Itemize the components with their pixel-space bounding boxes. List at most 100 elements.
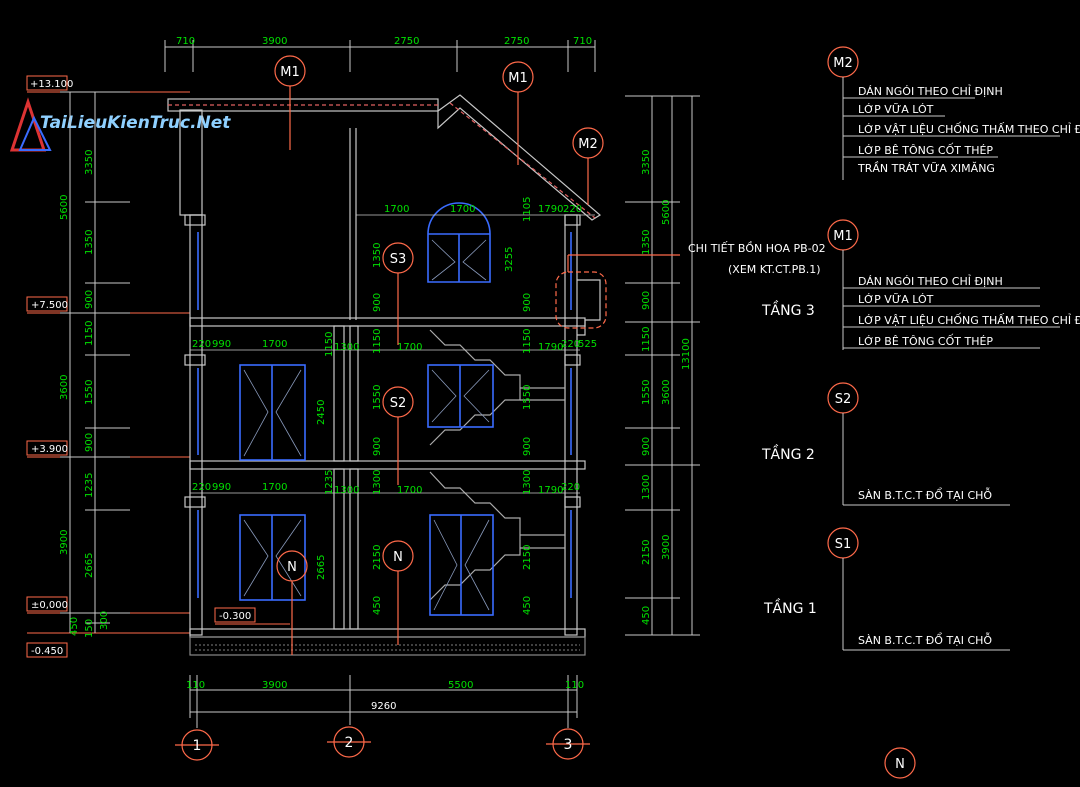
stair-floor1	[429, 471, 521, 601]
tag-m2: M2	[578, 137, 598, 152]
right-dim-3350: 3350	[641, 150, 652, 175]
top-dim-4: 2750	[504, 36, 529, 47]
watermark-text: TaiLieuKienTruc.Net	[40, 113, 231, 133]
floor-label-2: TẦNG 2	[761, 444, 815, 463]
right-dim-1550: 1550	[641, 380, 652, 405]
level-marker-labels: +13.100 +7.500 +3.900 ±0,000 -0.450 -0.3…	[30, 79, 251, 657]
f2-dim-900a: 900	[372, 437, 383, 456]
f1-dim-2150a: 2150	[372, 545, 383, 570]
legend-slab-leaders	[842, 413, 1010, 651]
legend-m2-leader	[842, 77, 1060, 180]
f2-dim-1150c: 1150	[522, 329, 533, 354]
m1-layer-1: DÁN NGÓI THEO CHỈ ĐỊNH	[858, 274, 1003, 288]
top-dim-1: 710	[176, 36, 195, 47]
level-minus-0300: -0.300	[219, 611, 251, 622]
window-floor2-left	[239, 364, 306, 461]
left-dim-1550: 1550	[84, 380, 95, 405]
m1-layer-4: LỚP BÊ TÔNG CỐT THÉP	[858, 334, 993, 348]
bottom-dim-5500: 5500	[448, 680, 473, 691]
grid-axis-3: 3	[564, 737, 573, 753]
f2-dim-1790: 1790	[538, 342, 563, 353]
left-dim-450: 450	[69, 617, 80, 636]
interior-dimension-labels: 1700 1700 1790 220 1105 3255 1350 900 90…	[192, 197, 597, 615]
m2-layer-2: LỚP VỮA LÓT	[858, 103, 934, 116]
callout-line-1: CHI TIẾT BỒN HOA PB-02	[688, 241, 826, 255]
f2-dim-2450: 2450	[316, 400, 327, 425]
left-dim-3350: 3350	[84, 150, 95, 175]
right-dim-900b: 900	[641, 437, 652, 456]
right-dim-1150: 1150	[641, 327, 652, 352]
section-tag-shapes	[175, 46, 916, 779]
f2-dim-1150a: 1150	[324, 332, 335, 357]
right-dim-900a: 900	[641, 291, 652, 310]
f1-dim-1700b: 1700	[397, 485, 422, 496]
left-total-5600: 5600	[59, 195, 70, 220]
bottom-dim-3900: 3900	[262, 680, 287, 691]
window-floor2-right	[427, 364, 494, 428]
right-dim-1350: 1350	[641, 230, 652, 255]
f3-dim-1700a: 1700	[384, 204, 409, 215]
left-dim-2665: 2665	[84, 553, 95, 578]
level-markers	[26, 75, 290, 658]
floor-labels: TẦNG 3 TẦNG 2 TẦNG 1	[761, 300, 817, 617]
f3-dim-1105: 1105	[522, 197, 533, 222]
f2-dim-990: 990	[212, 339, 231, 350]
m1-layer-2: LỚP VỮA LÓT	[858, 293, 934, 306]
s2-layer: SÀN B.T.C.T ĐỔ TẠI CHỖ	[858, 487, 992, 502]
bottom-dim-110-right: 110	[565, 680, 584, 691]
f3-dim-1790: 1790	[538, 204, 563, 215]
f1-dim-1700a: 1700	[262, 482, 287, 493]
f2-dim-1300: 1300	[334, 342, 359, 353]
column-grid2-floor1	[333, 468, 345, 630]
f3-dim-900b: 900	[522, 293, 533, 312]
right-dim-1300: 1300	[641, 475, 652, 500]
legend-m1-tag: M1	[833, 229, 853, 244]
section-tag-labels: M1 M1 M2 S3 S2 N N M2 M1 S2 S1 N 1 2 3	[193, 56, 905, 772]
top-dim-2: 3900	[262, 36, 287, 47]
s1-layer: SÀN B.T.C.T ĐỔ TẠI CHỖ	[858, 632, 992, 647]
window-floor1-left	[239, 514, 306, 601]
legend-m1-layers: DÁN NGÓI THEO CHỈ ĐỊNH LỚP VỮA LÓT LỚP V…	[858, 274, 1080, 348]
level-3900: +3.900	[31, 444, 68, 455]
foundation	[189, 636, 586, 656]
m2-layer-5: TRẦN TRÁT VỮA XIMĂNG	[857, 161, 995, 175]
left-dim-1150: 1150	[84, 321, 95, 346]
top-dim-3: 2750	[394, 36, 419, 47]
f2-dim-1550b: 1550	[522, 385, 533, 410]
left-dim-1350: 1350	[84, 230, 95, 255]
f1-dim-1235: 1235	[324, 470, 335, 495]
f2-dim-1550a: 1550	[372, 385, 383, 410]
f1-dim-990: 990	[212, 482, 231, 493]
left-dim-300: 300	[99, 611, 110, 630]
tag-s2: S2	[390, 396, 407, 411]
bottom-dimension-lines	[189, 675, 578, 728]
left-total-3600: 3600	[59, 375, 70, 400]
level-7500: +7.500	[31, 300, 68, 311]
left-dim-900b: 900	[84, 433, 95, 452]
right-dimension-lines	[625, 95, 700, 636]
planter-detail-callout: CHI TIẾT BỒN HOA PB-02 (XEM KT.CT.PB.1)	[688, 241, 826, 276]
m2-layer-3: LỚP VẬT LIỆU CHỐNG THẤM THEO CHỈ ĐỊNH	[858, 122, 1080, 136]
top-dimension-lines	[164, 40, 596, 72]
legend-slab-texts: SÀN B.T.C.T ĐỔ TẠI CHỖ SÀN B.T.C.T ĐỔ TẠ…	[858, 487, 992, 647]
f1-dim-450b: 450	[522, 596, 533, 615]
f1-dim-220a: 220	[192, 482, 211, 493]
f2-dim-900b: 900	[522, 437, 533, 456]
bottom-total-9260: 9260	[371, 701, 396, 712]
grid-axis-2: 2	[345, 735, 354, 751]
level-minus-0450: -0.450	[31, 646, 63, 657]
pitched-roof	[437, 94, 602, 221]
grid-axis-1: 1	[193, 738, 202, 754]
f1-dim-220b: 220	[561, 482, 580, 493]
left-dim-150: 150	[84, 619, 95, 638]
door-floor1-right	[429, 514, 494, 616]
f2-dim-220b: 220	[561, 339, 580, 350]
tag-n-2: N	[287, 560, 297, 575]
f3-dim-1350: 1350	[372, 243, 383, 268]
f3-dim-3255: 3255	[504, 247, 515, 272]
right-total-3600: 3600	[661, 380, 672, 405]
right-total-3900: 3900	[661, 535, 672, 560]
f2-dim-1700a: 1700	[262, 339, 287, 350]
